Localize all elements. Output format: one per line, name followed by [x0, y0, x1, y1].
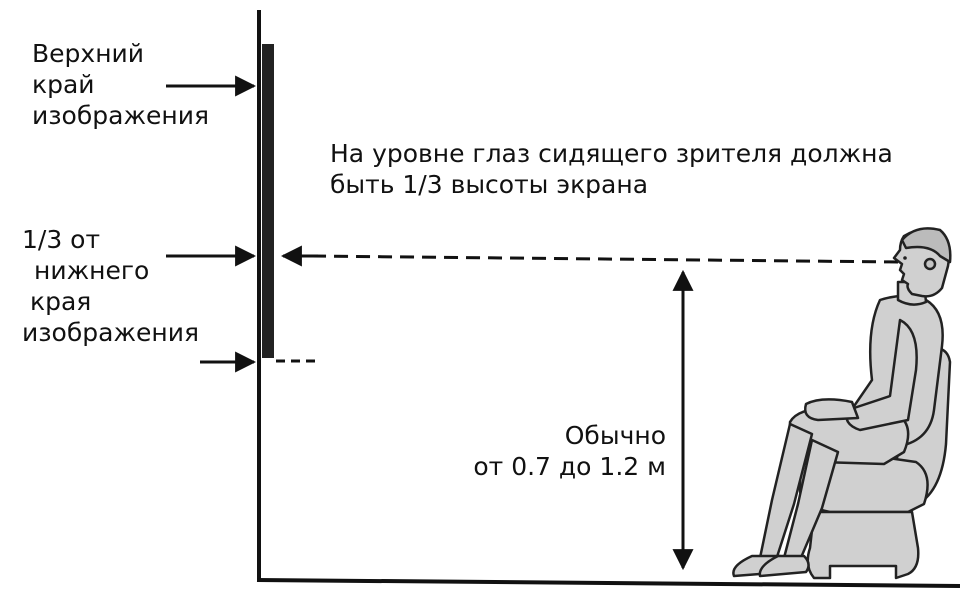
label-line: нижнего [34, 256, 150, 285]
floor-line [256, 578, 960, 588]
label-line: изображения [32, 101, 209, 130]
label-line: Верхний [32, 39, 145, 68]
viewer-ear [923, 257, 937, 271]
label-line: быть 1/3 высоты экрана [330, 170, 649, 199]
label-top-edge: Верхний край изображения [32, 38, 209, 131]
label-line: Обычно [564, 421, 666, 450]
label-height-note: Обычно от 0.7 до 1.2 м [458, 420, 666, 482]
label-third-from-bottom: 1/3 от нижнего края изображения [22, 224, 199, 348]
eye-level-dash [311, 254, 899, 264]
label-line: 1/3 от [22, 225, 101, 254]
label-line: На уровне глаз сидящего зрителя должна [330, 139, 893, 168]
seated-viewer-figure [732, 227, 952, 580]
chair-base [806, 510, 920, 580]
label-line: края [30, 287, 92, 316]
label-line: край [32, 70, 95, 99]
label-line: изображения [22, 318, 199, 347]
viewer-hair [900, 227, 952, 264]
label-line: от 0.7 до 1.2 м [473, 452, 666, 481]
screen-bar [262, 44, 274, 358]
viewer-eye [903, 256, 907, 260]
viewer-hand [804, 398, 860, 422]
label-eye-level-note: На уровне глаз сидящего зрителя должна б… [330, 138, 893, 200]
viewer-shoe [758, 554, 810, 578]
